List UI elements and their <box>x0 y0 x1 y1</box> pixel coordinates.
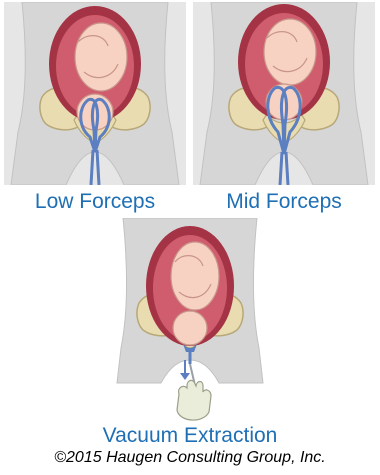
vacuum-extraction-illustration <box>113 218 267 425</box>
low-forceps-caption: Low Forceps <box>4 190 186 214</box>
mid-forceps-panel <box>193 2 375 185</box>
vacuum-extraction-caption: Vacuum Extraction <box>0 424 380 448</box>
low-forceps-illustration <box>4 2 186 185</box>
vacuum-extraction-panel <box>113 218 267 425</box>
mid-forceps-caption: Mid Forceps <box>193 190 375 214</box>
copyright-credit: ©2015 Haugen Consulting Group, Inc. <box>0 448 380 468</box>
mid-forceps-illustration <box>193 2 375 185</box>
low-forceps-panel <box>4 2 186 185</box>
